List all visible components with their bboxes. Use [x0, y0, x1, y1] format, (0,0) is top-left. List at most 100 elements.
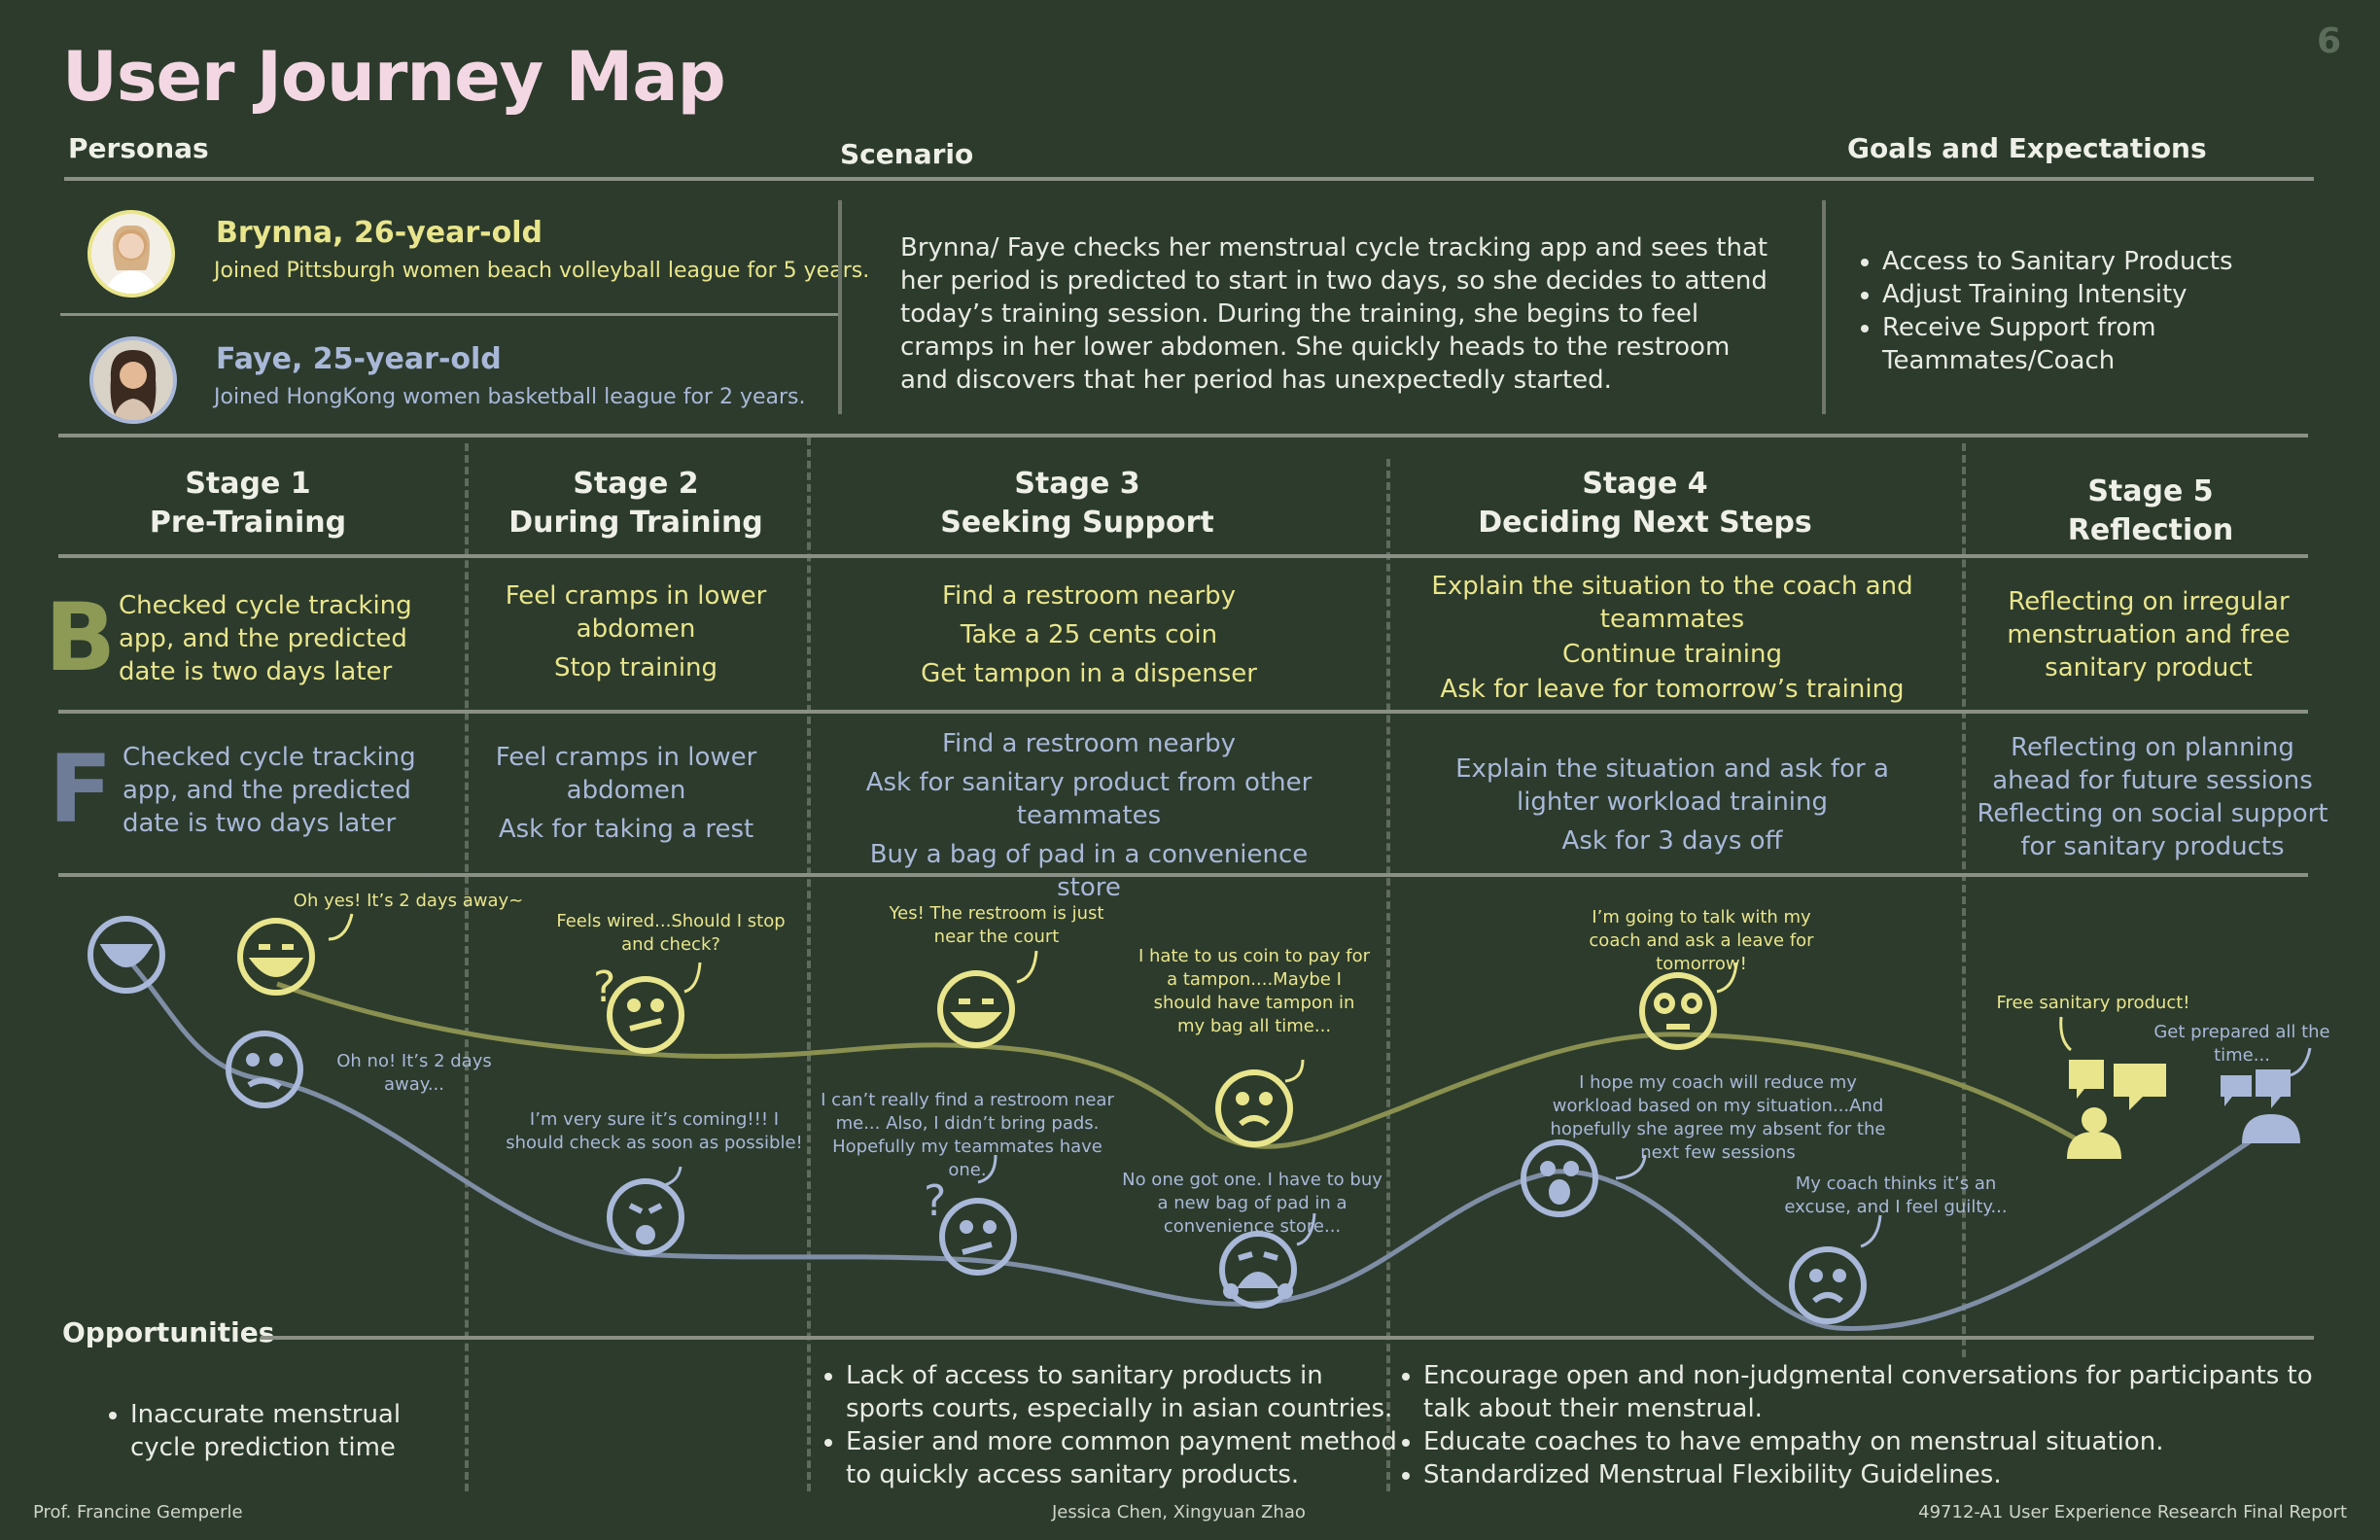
faye-emotion-curve [124, 956, 2258, 1331]
action-text: Buy a bag of pad in a convenience store [869, 840, 1309, 902]
faye-bubble-4b: My coach thinks it’s an excuse, and I fe… [1784, 1173, 2008, 1217]
footer-professor: Prof. Francine Gemperle [33, 1502, 243, 1522]
faye-desc: Joined HongKong women basketball league … [214, 385, 806, 409]
bubble-tail [1016, 950, 1038, 984]
action-text: Ask for taking a rest [498, 815, 754, 844]
brynna-face-sad-icon [1215, 1069, 1293, 1147]
stage-1-header: Stage 1 Pre-Training [60, 465, 436, 542]
goals-heading: Goals and Expectations [1847, 132, 2207, 164]
brynna-desc: Joined Pittsburgh women beach volleyball… [214, 259, 870, 283]
opportunity-item: Standardized Menstrual Flexibility Guide… [1423, 1458, 2337, 1491]
page-number: 6 [2316, 21, 2341, 61]
goal-item: Access to Sanitary Products [1882, 245, 2310, 278]
bubble-tail [1284, 1059, 1305, 1083]
brynna-name: Brynna, 26-year-old [216, 216, 542, 250]
stage-num: Stage 1 [185, 467, 311, 501]
personas-heading: Personas [68, 132, 209, 164]
brynna-bubble-4: I’m going to talk with my coach and ask … [1589, 907, 1814, 974]
persona-scenario-divider [838, 200, 842, 414]
brynna-bubble-1: Oh yes! It’s 2 days away~ [293, 891, 524, 911]
bubble-tail [1860, 1214, 1882, 1248]
svg-text:?: ? [924, 1176, 946, 1226]
brynna-bubble-5: Free sanitary product! [1996, 993, 2190, 1013]
action-text: Reflecting on social support for sanitar… [1977, 799, 2328, 861]
faye-face-surprised-icon [1521, 1139, 1598, 1217]
brynna-stage-1: Checked cycle tracking app, and the pred… [119, 591, 412, 686]
goal-item: Receive Support from Teammates/Coach [1882, 311, 2310, 377]
brynna-row-label: B [45, 583, 117, 692]
bubble-tail [1716, 962, 1738, 994]
stage-divider [465, 443, 469, 1491]
bubble-tail [977, 1154, 998, 1184]
stage-num: Stage 4 [1582, 467, 1708, 501]
stage-3-header: Stage 3 Seeking Support [813, 465, 1342, 542]
stage-name: Reflection [2067, 513, 2234, 547]
bubble-tail [683, 962, 702, 994]
brynna-avatar [88, 210, 175, 298]
faye-support-people-icon [2221, 1069, 2300, 1143]
opportunity-item: Educate coaches to have empathy on menst… [1423, 1425, 2337, 1458]
stage-5-header: Stage 5 Reflection [1968, 472, 2333, 550]
stage-name: Pre-Training [149, 506, 347, 540]
opportunities-stage-3: Lack of access to sanitary products in s… [821, 1359, 1400, 1491]
persona-divider [60, 313, 838, 316]
opportunity-item: Lack of access to sanitary products in s… [846, 1359, 1400, 1425]
brynna-face-happy-icon [237, 918, 315, 996]
action-text: Ask for sanitary product from other team… [865, 768, 1312, 830]
action-text: Reflecting on irregular menstruation and… [2007, 587, 2291, 682]
stage-divider [807, 438, 811, 1491]
footer-authors: Jessica Chen, Xingyuan Zhao [1052, 1502, 1306, 1522]
brynna-bubble-2: Feels wired...Should I stop and check? [556, 911, 786, 955]
goal-item: Adjust Training Intensity [1882, 278, 2310, 311]
page-title: User Journey Map [62, 37, 726, 117]
faye-bubble-1: Oh no! It’s 2 days away... [336, 1051, 492, 1095]
opportunity-item: Encourage open and non-judgmental conver… [1423, 1359, 2337, 1425]
brynna-bubble-3: Yes! The restroom is just near the court [889, 903, 1104, 947]
action-text: Explain the situation and ask for a ligh… [1455, 754, 1889, 817]
bubble-tail [660, 1166, 682, 1188]
stage-name: Deciding Next Steps [1478, 506, 1812, 540]
action-text: Take a 25 cents coin [960, 620, 1218, 649]
faye-face-sad-icon [1789, 1246, 1867, 1324]
row-divider [58, 710, 2308, 714]
action-text: Feel cramps in lower abdomen [495, 743, 757, 805]
bubble-tail [2059, 1016, 2073, 1052]
bubble-tail [2290, 1047, 2312, 1077]
stage-num: Stage 2 [573, 467, 699, 501]
faye-bubble-2: I’m very sure it’s coming!!! I should ch… [506, 1109, 803, 1153]
stage-name: Seeking Support [940, 506, 1214, 540]
opportunities-stage-1: Inaccurate menstrual cycle prediction ti… [105, 1398, 461, 1464]
opportunity-item: Easier and more common payment method to… [846, 1425, 1400, 1491]
action-text: Explain the situation to the coach and t… [1431, 572, 1913, 634]
action-text: Find a restroom nearby [941, 581, 1237, 611]
opportunity-item: Inaccurate menstrual cycle prediction ti… [130, 1398, 461, 1464]
bubble-tail [328, 913, 354, 941]
action-text: Continue training [1562, 640, 1782, 669]
stage-divider [1386, 459, 1390, 1491]
svg-text:?: ? [593, 962, 615, 1012]
scenario-goals-divider [1822, 200, 1826, 414]
scenario-heading: Scenario [840, 138, 974, 170]
action-text: Stop training [553, 653, 718, 682]
stage-divider [1962, 443, 1966, 1357]
faye-bubble-5: Get prepared all the time... [2153, 1022, 2330, 1066]
brynna-face-determined-icon [1639, 972, 1717, 1050]
faye-name: Faye, 25-year-old [216, 342, 502, 376]
brynna-face-confused-icon: ? [593, 962, 684, 1054]
faye-stage-4: Explain the situation and ask for a ligh… [1449, 752, 1896, 863]
faye-face-confused-icon: ? [924, 1176, 1017, 1276]
stage-header-divider [58, 554, 2308, 558]
brynna-face-grin-icon [937, 970, 1015, 1048]
stage-num: Stage 5 [2087, 474, 2214, 508]
brynna-stage-4: Explain the situation to the coach and t… [1429, 570, 1915, 712]
goals-list: Access to Sanitary Products Adjust Train… [1857, 245, 2310, 377]
stage-name: During Training [508, 506, 763, 540]
faye-avatar [89, 336, 177, 424]
brynna-emotion-curve [276, 981, 2092, 1150]
brynna-bubble-3b: I hate to us coin to pay for a tampon...… [1138, 946, 1371, 1036]
brynna-stage-5: Reflecting on irregular menstruation and… [2003, 585, 2294, 690]
stage-num: Stage 3 [1014, 467, 1140, 501]
